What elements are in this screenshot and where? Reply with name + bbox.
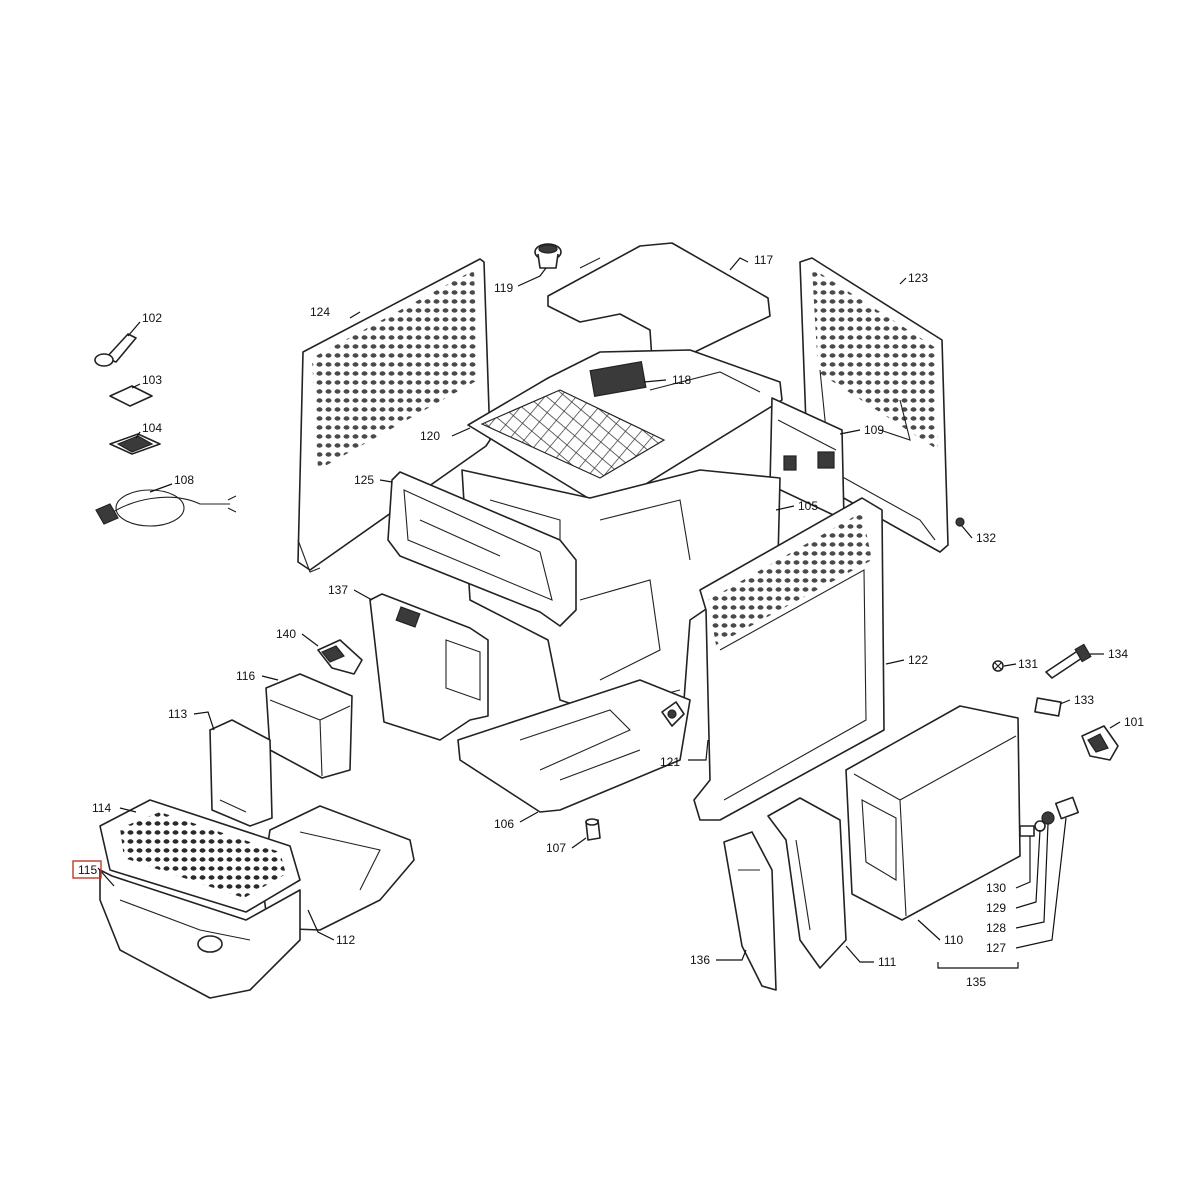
callout-102: 102 xyxy=(142,311,162,325)
callout-108: 108 xyxy=(174,473,194,487)
water-tank-110 xyxy=(845,705,1021,921)
callout-labels: 102 103 104 108 124 117 119 118 120 109 … xyxy=(78,253,1144,989)
callout-109: 109 xyxy=(864,423,884,437)
test-strip-104 xyxy=(109,433,161,455)
test-strip-103 xyxy=(109,385,153,407)
callout-137: 137 xyxy=(328,583,348,597)
callout-136: 136 xyxy=(690,953,710,967)
callout-112: 112 xyxy=(336,933,355,947)
callout-106: 106 xyxy=(494,817,514,831)
top-cover-120 xyxy=(467,349,783,501)
callout-101: 101 xyxy=(1124,715,1144,729)
highlight-box-115 xyxy=(72,860,102,879)
callout-107: 107 xyxy=(546,841,566,855)
front-shell-122 xyxy=(693,497,885,821)
base-plate-106 xyxy=(457,679,691,813)
brush-134 xyxy=(1045,643,1092,679)
callout-103: 103 xyxy=(142,373,162,387)
grounds-container-116 xyxy=(265,673,353,779)
trim-strip-136 xyxy=(723,831,777,991)
callout-122: 122 xyxy=(908,653,928,667)
callout-127: 127 xyxy=(986,941,1006,955)
connector-101 xyxy=(1081,725,1119,761)
callout-110: 110 xyxy=(944,933,963,947)
callout-114: 114 xyxy=(92,801,111,815)
screw-132 xyxy=(955,517,965,527)
leader-lines xyxy=(97,257,1121,969)
left-side-panel-124 xyxy=(297,258,491,573)
knob-119 xyxy=(534,243,562,269)
callout-118: 118 xyxy=(672,373,691,387)
callout-115: 115 xyxy=(78,863,97,877)
callout-117: 117 xyxy=(754,253,773,267)
sensor-140 xyxy=(317,639,363,675)
callout-130: 130 xyxy=(986,881,1006,895)
callout-134: 134 xyxy=(1108,647,1128,661)
valve-parts-127-130 xyxy=(1019,796,1079,837)
power-cord-108 xyxy=(95,489,237,527)
callout-119: 119 xyxy=(494,281,513,295)
front-trim-111 xyxy=(767,797,847,969)
callout-124: 124 xyxy=(310,305,330,319)
callout-135: 135 xyxy=(966,975,986,989)
callout-123: 123 xyxy=(908,271,928,285)
callout-116: 116 xyxy=(236,669,255,683)
measuring-spoon-102 xyxy=(94,333,137,367)
clip-121 xyxy=(661,701,685,727)
callout-104: 104 xyxy=(142,421,162,435)
spacer-107 xyxy=(585,818,601,841)
callout-125: 125 xyxy=(354,473,374,487)
callout-129: 129 xyxy=(986,901,1006,915)
divider-113 xyxy=(209,719,273,827)
callout-140: 140 xyxy=(276,627,296,641)
callout-133: 133 xyxy=(1074,693,1094,707)
callout-121: 121 xyxy=(660,755,680,769)
front-panel-137 xyxy=(369,593,489,741)
front-bezel-125 xyxy=(387,471,577,627)
callout-120: 120 xyxy=(420,429,440,443)
label-133 xyxy=(1034,697,1062,717)
callout-131: 131 xyxy=(1018,657,1038,671)
drip-tray-grid-114 xyxy=(99,799,301,999)
callout-111: 111 xyxy=(878,955,897,969)
callout-128: 128 xyxy=(986,921,1006,935)
callout-105: 105 xyxy=(798,499,818,513)
screw-131 xyxy=(992,660,1004,672)
callout-113: 113 xyxy=(168,707,187,721)
callout-132: 132 xyxy=(976,531,996,545)
